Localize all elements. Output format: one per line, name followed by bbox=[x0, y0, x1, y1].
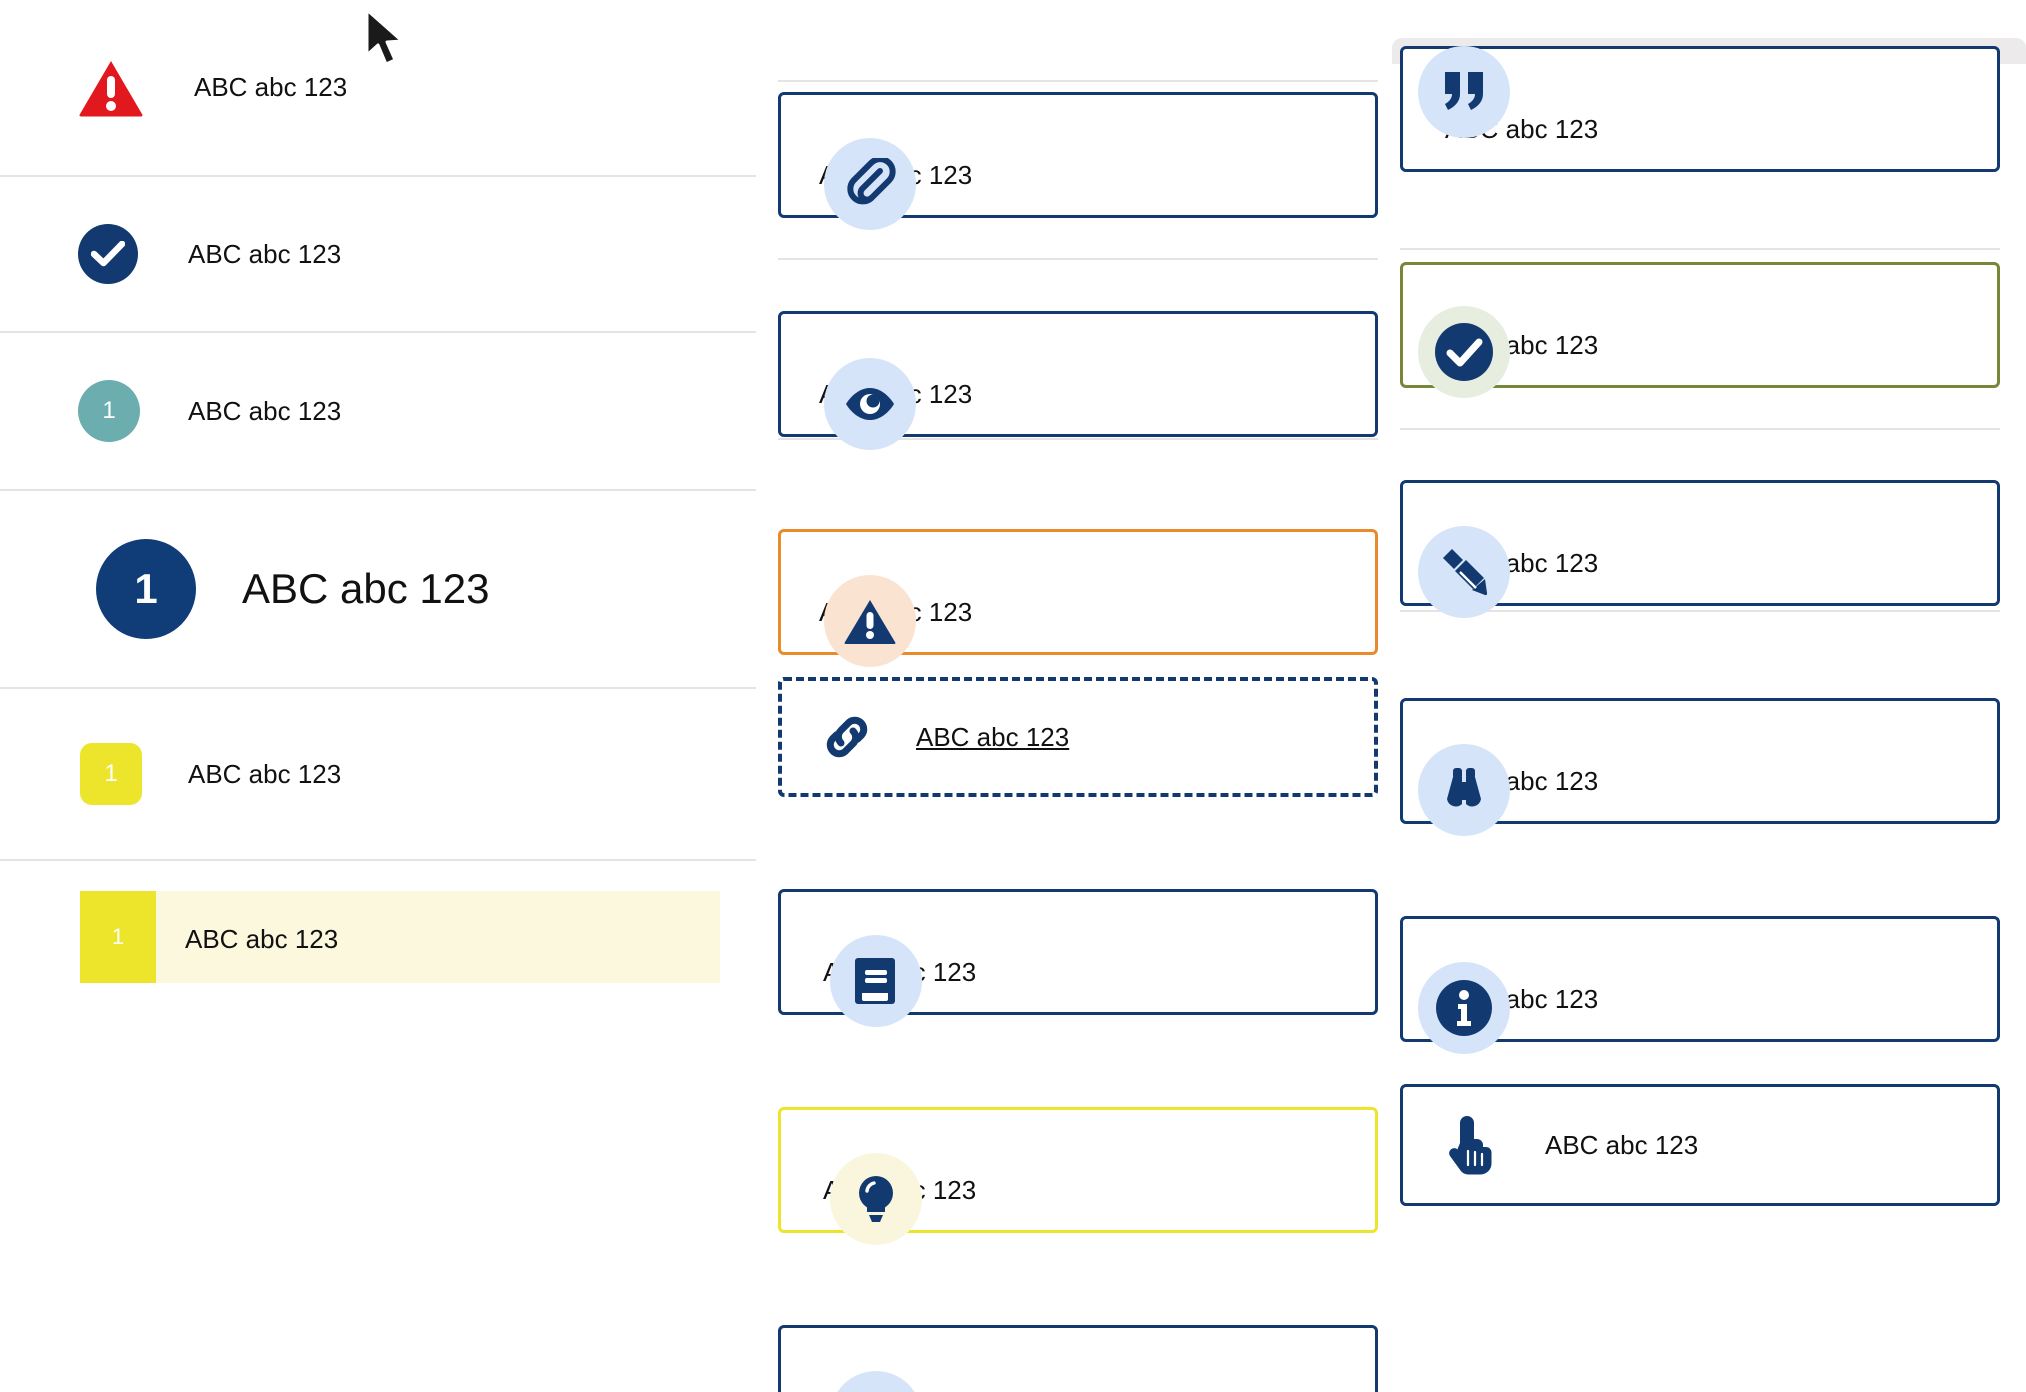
check-circle-icon bbox=[78, 224, 138, 284]
card-slot: ABC abc 123 bbox=[1400, 46, 2000, 172]
list-item-yellow-badge[interactable]: 1 ABC abc 123 bbox=[0, 689, 756, 861]
list-item-label: ABC abc 123 bbox=[188, 238, 342, 269]
mouse-cursor-icon bbox=[363, 8, 413, 72]
pointing-hand-icon bbox=[1439, 1112, 1505, 1178]
badge-count: 1 bbox=[104, 760, 118, 787]
card-label: ABC abc 123 bbox=[1545, 1129, 1699, 1160]
card-slot: ABC abc 123 bbox=[1400, 698, 2000, 836]
divider bbox=[778, 258, 1378, 260]
left-list-panel: ABC abc 123 ABC abc 123 1 ABC abc 123 1 … bbox=[0, 0, 756, 1392]
warning-triangle-icon bbox=[824, 575, 916, 667]
card-slot: ABC abc 123 bbox=[778, 1107, 1378, 1245]
binoculars-icon bbox=[1418, 744, 1510, 836]
warning-triangle-icon bbox=[78, 59, 144, 117]
list-item-highlighted[interactable]: 1 ABC abc 123 bbox=[0, 861, 756, 1011]
speech-bubble-icon bbox=[830, 1371, 922, 1392]
lightbulb-icon bbox=[830, 1153, 922, 1245]
list-item-label: ABC abc 123 bbox=[185, 924, 339, 954]
divider bbox=[1400, 248, 2000, 250]
number-badge-icon: 1 bbox=[80, 891, 156, 983]
card-slot: ABC abc 123 bbox=[778, 677, 1378, 797]
card-slot: ABC abc 123 bbox=[778, 311, 1378, 450]
list-item-teal-badge[interactable]: 1 ABC abc 123 bbox=[0, 333, 756, 491]
badge-count: 1 bbox=[111, 924, 125, 949]
divider bbox=[1400, 610, 2000, 612]
list-item-label: ABC abc 123 bbox=[242, 565, 490, 612]
divider bbox=[778, 80, 1378, 82]
check-circle-icon bbox=[1418, 306, 1510, 398]
card-action[interactable]: ABC abc 123 bbox=[1400, 1084, 2000, 1206]
badge-count: 1 bbox=[102, 397, 116, 424]
divider bbox=[1400, 428, 2000, 430]
list-item-label: ABC abc 123 bbox=[188, 758, 342, 789]
card-slot: ABC abc 123 bbox=[778, 889, 1378, 1027]
list-item-label: ABC abc 123 bbox=[188, 395, 342, 426]
paperclip-icon bbox=[824, 138, 916, 230]
card-slot: ABC abc 123 bbox=[778, 92, 1378, 230]
list-item-primary[interactable]: 1 ABC abc 123 bbox=[0, 491, 756, 689]
number-badge-icon: 1 bbox=[78, 380, 140, 442]
divider bbox=[778, 438, 1378, 440]
card-slot: ABC abc 123 bbox=[1400, 480, 2000, 618]
card-slot: ABC abc 123 bbox=[1400, 262, 2000, 398]
number-badge-icon: 1 bbox=[96, 539, 196, 639]
list-item-label: ABC abc 123 bbox=[194, 72, 348, 102]
list-item-alert[interactable]: ABC abc 123 bbox=[0, 0, 756, 177]
pencil-icon bbox=[1418, 526, 1510, 618]
book-icon bbox=[830, 935, 922, 1027]
eye-icon bbox=[824, 358, 916, 450]
quote-icon bbox=[1418, 46, 1510, 138]
highlight-band bbox=[80, 891, 720, 983]
card-slot: ABC abc 123 bbox=[1400, 1084, 2000, 1206]
list-item-success[interactable]: ABC abc 123 bbox=[0, 177, 756, 333]
card-slot: ABC abc 123 bbox=[778, 529, 1378, 667]
card-link[interactable]: ABC abc 123 bbox=[778, 677, 1378, 797]
card-slot: ABC abc 123 bbox=[778, 1325, 1378, 1392]
right-card-column: ABC abc 123 ABC abc 123 bbox=[1400, 0, 2000, 1206]
badge-count: 1 bbox=[134, 565, 158, 612]
number-badge-icon: 1 bbox=[80, 743, 142, 805]
middle-card-column: ABC abc 123 ABC abc 123 bbox=[778, 0, 1378, 1392]
card-slot: ABC abc 123 bbox=[1400, 916, 2000, 1054]
card-label[interactable]: ABC abc 123 bbox=[916, 721, 1070, 752]
info-icon bbox=[1418, 962, 1510, 1054]
link-chain-icon bbox=[814, 704, 880, 770]
